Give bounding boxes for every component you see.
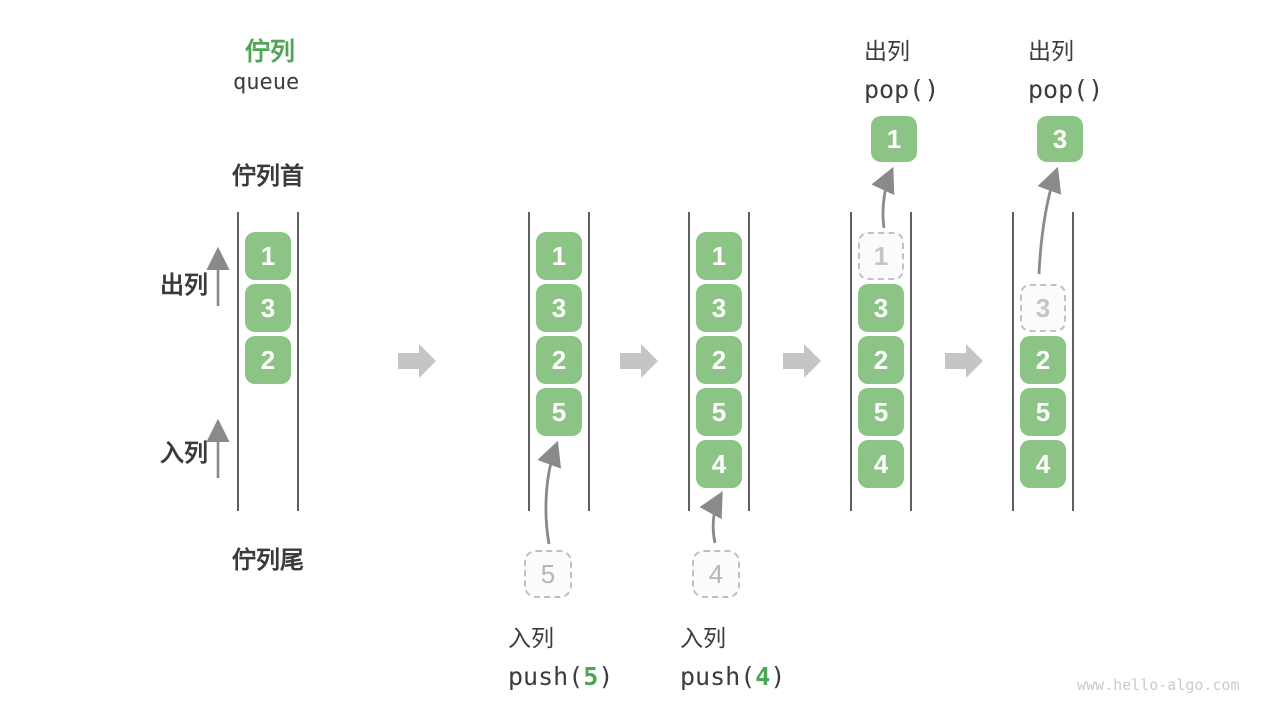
queue-cell: 2: [858, 336, 904, 384]
queue-walls-stage-2: [528, 212, 590, 511]
dequeue-op-code: pop(): [864, 75, 940, 104]
enqueue-op-push4: 入列 push(4): [680, 619, 785, 691]
popped-result-cell: 3: [1037, 116, 1083, 162]
queue-cell: 5: [858, 388, 904, 436]
dequeue-side-label: 出列: [160, 272, 208, 299]
enqueue-op-push5: 入列 push(5): [508, 619, 613, 691]
enqueue-op-code: push(4): [680, 662, 786, 691]
queue-cell: 2: [245, 336, 291, 384]
page-subtitle: queue: [233, 70, 300, 95]
push-arg: 5: [583, 662, 599, 691]
dequeue-op-pop1: 出列 pop(): [864, 32, 939, 104]
popped-result-cell: 1: [871, 116, 917, 162]
popped-cell-ghost: 3: [1020, 284, 1066, 332]
dequeue-op-title: 出列: [864, 38, 910, 64]
queue-walls-stage-3: [688, 212, 750, 511]
enqueue-op-title: 入列: [508, 625, 554, 651]
watermark: www.hello-algo.com: [1077, 676, 1240, 694]
incoming-cell: 4: [692, 550, 740, 598]
stage-transition-arrow: [945, 344, 983, 378]
queue-cell: 3: [245, 284, 291, 332]
stage-transition-arrow: [620, 344, 658, 378]
queue-cell: 2: [536, 336, 582, 384]
queue-walls-stage-4: [850, 212, 912, 511]
queue-cell: 5: [536, 388, 582, 436]
queue-cell: 3: [858, 284, 904, 332]
queue-walls-stage-1: [237, 212, 299, 511]
enqueue-op-code: push(5): [508, 662, 614, 691]
push-arg: 4: [755, 662, 771, 691]
queue-cell: 2: [696, 336, 742, 384]
page-title: 佇列: [245, 38, 296, 66]
queue-cell: 1: [696, 232, 742, 280]
queue-front-label: 佇列首: [232, 163, 304, 190]
queue-cell: 4: [1020, 440, 1066, 488]
popped-cell-ghost: 1: [858, 232, 904, 280]
queue-cell: 5: [1020, 388, 1066, 436]
dequeue-op-code: pop(): [1028, 75, 1104, 104]
queue-cell: 5: [696, 388, 742, 436]
enqueue-side-label: 入列: [160, 440, 208, 467]
queue-cell: 4: [696, 440, 742, 488]
queue-cell: 3: [536, 284, 582, 332]
queue-cell: 4: [858, 440, 904, 488]
stage-transition-arrow: [783, 344, 821, 378]
stage-transition-arrow: [398, 344, 436, 378]
queue-cell: 2: [1020, 336, 1066, 384]
enqueue-op-title: 入列: [680, 625, 726, 651]
incoming-cell: 5: [524, 550, 572, 598]
queue-cell: 3: [696, 284, 742, 332]
dequeue-op-title: 出列: [1028, 38, 1074, 64]
queue-rear-label: 佇列尾: [232, 547, 304, 574]
queue-cell: 1: [245, 232, 291, 280]
queue-cell: 1: [536, 232, 582, 280]
dequeue-op-pop2: 出列 pop(): [1028, 32, 1103, 104]
queue-walls-stage-5: [1012, 212, 1074, 511]
